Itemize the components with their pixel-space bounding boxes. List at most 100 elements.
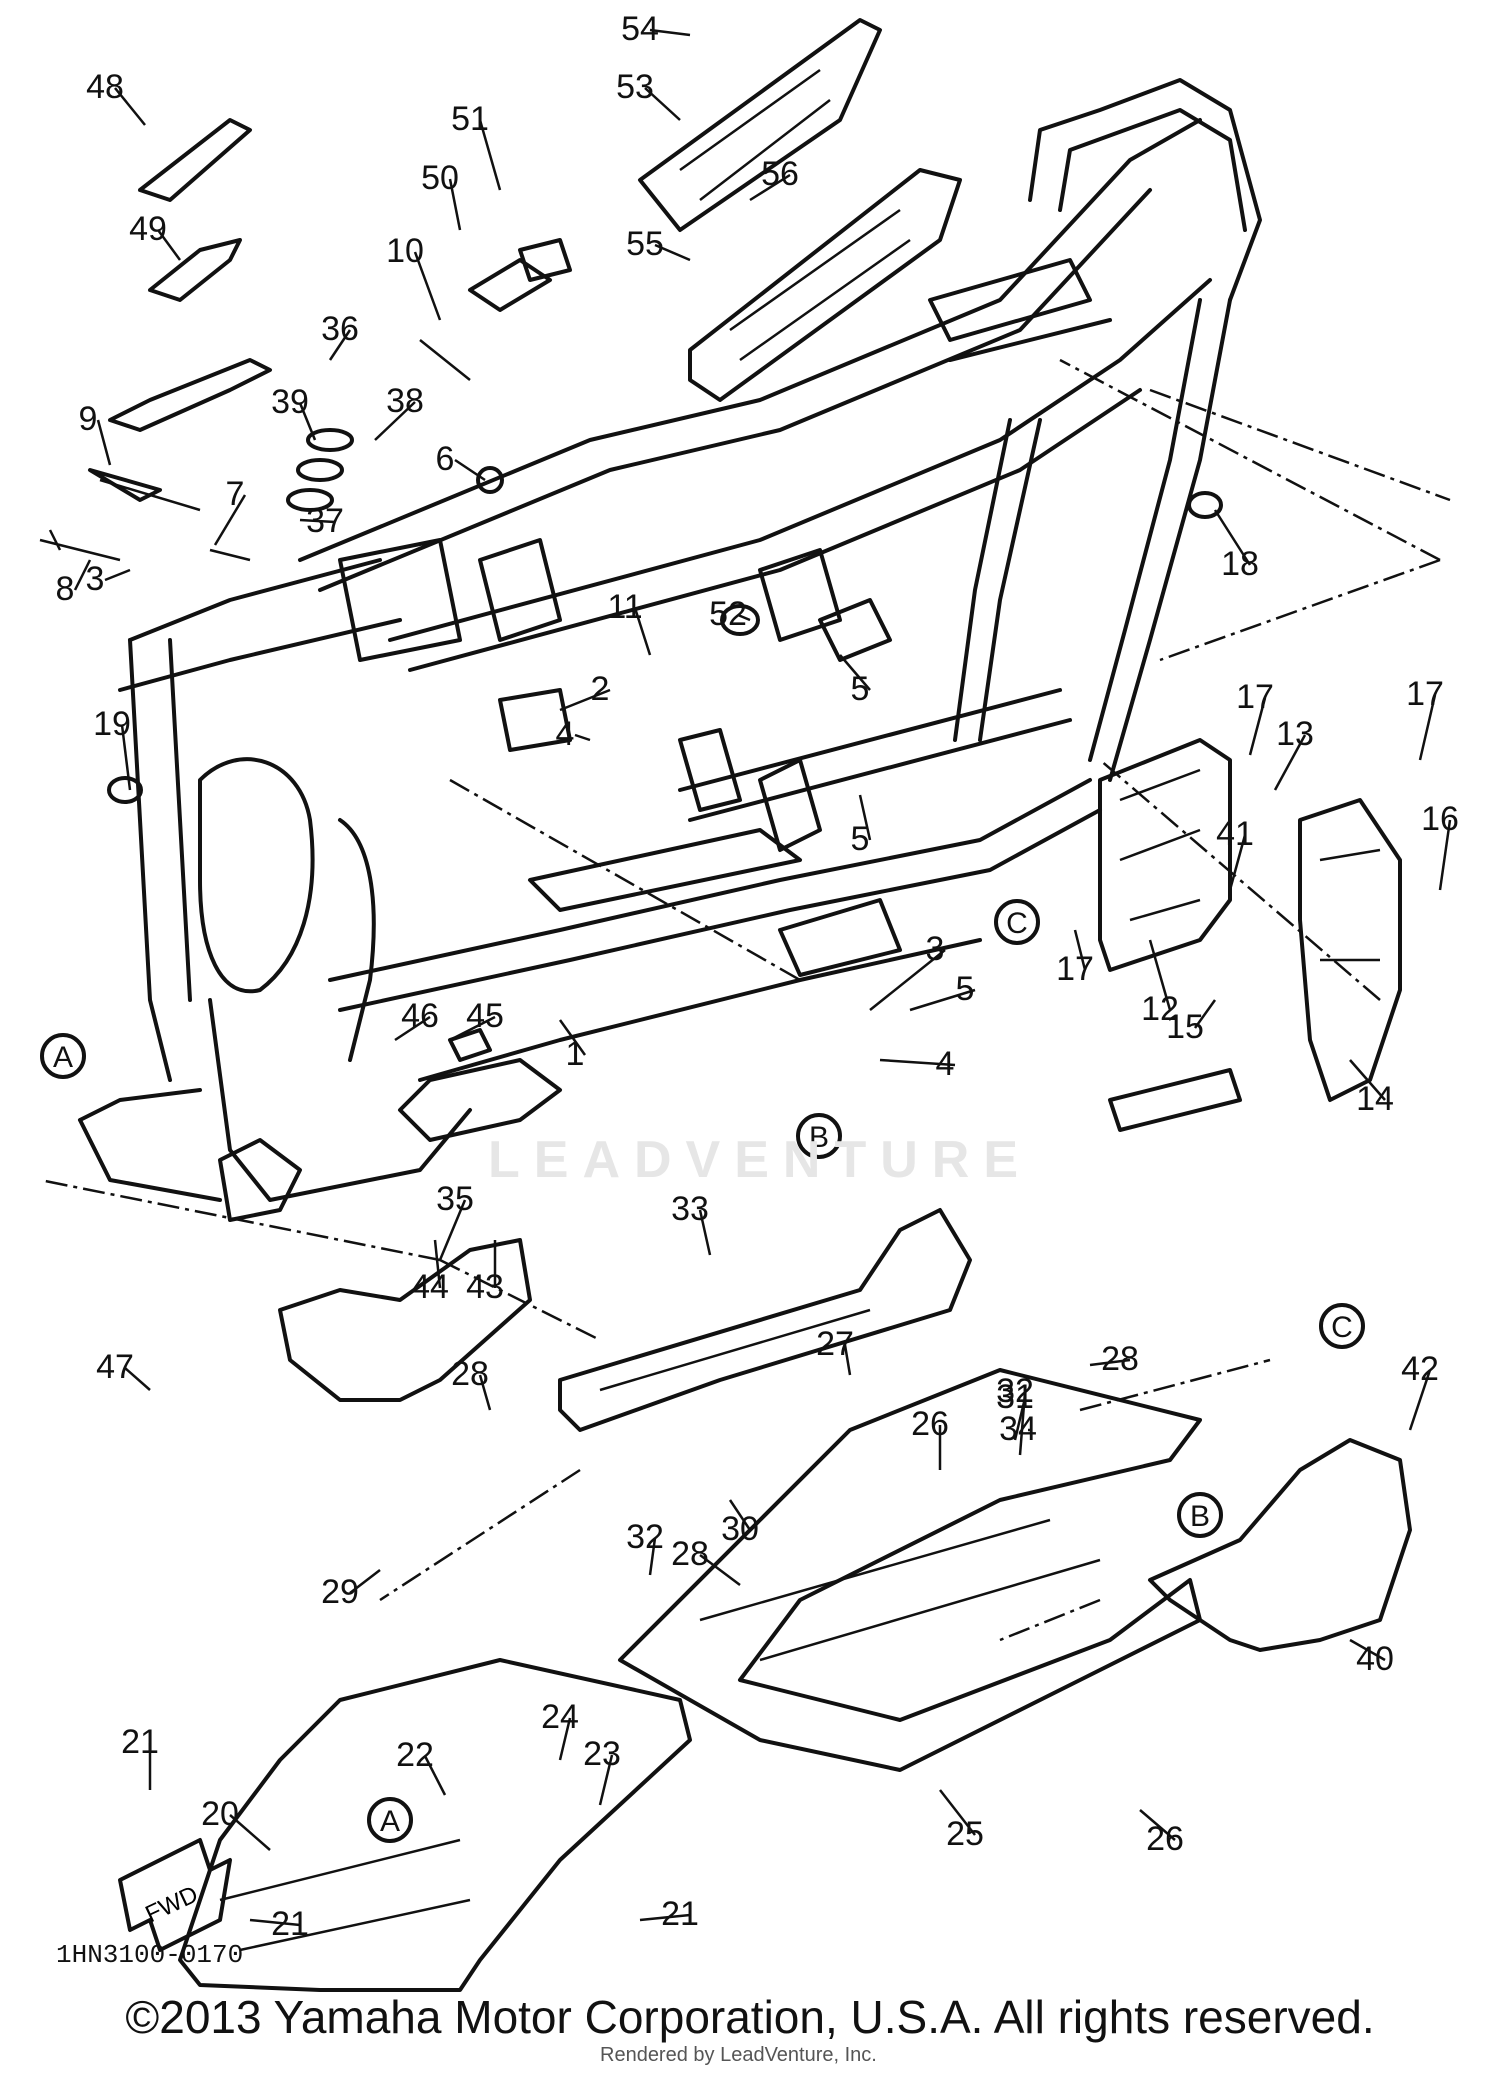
copyright-notice: ©2013 Yamaha Motor Corporation, U.S.A. A… xyxy=(125,1991,1375,2043)
callout-5: 5 xyxy=(851,820,870,858)
callout-43: 43 xyxy=(466,1268,504,1306)
leader-line-53 xyxy=(644,87,681,121)
callout-21: 21 xyxy=(271,1905,309,1943)
leader-line-23 xyxy=(598,1754,614,1806)
leader-line-38 xyxy=(374,401,416,441)
svg-text:C: C xyxy=(1006,907,1028,940)
leader-line-28 xyxy=(1089,1358,1131,1367)
leader-line-35 xyxy=(438,1199,467,1261)
leader-line-32 xyxy=(648,1537,657,1576)
leader-line-19 xyxy=(120,724,132,791)
leader-line-8 xyxy=(73,559,92,591)
leader-line-47 xyxy=(124,1367,151,1391)
callout-42: 42 xyxy=(1401,1350,1439,1388)
leader-line-48 xyxy=(114,87,146,126)
leader-line-10 xyxy=(413,251,442,321)
ref-circle-A: A xyxy=(40,1033,86,1079)
leader-line-41 xyxy=(1228,834,1247,891)
callout-28: 28 xyxy=(1101,1340,1139,1378)
callout-19: 19 xyxy=(93,705,131,743)
callout-7: 7 xyxy=(226,475,245,513)
drawing-code: 1HN3100-0170 xyxy=(56,1940,244,1970)
leader-line-3 xyxy=(869,949,946,1011)
callout-18: 18 xyxy=(1221,545,1259,583)
callout-49: 49 xyxy=(129,210,167,248)
callout-37: 37 xyxy=(306,502,344,540)
callout-13: 13 xyxy=(1276,715,1314,753)
leader-line-28 xyxy=(699,1554,741,1586)
callout-32: 32 xyxy=(996,1372,1034,1410)
callout-8: 8 xyxy=(56,570,75,608)
leader-line-56 xyxy=(749,173,791,202)
leader-line-36 xyxy=(328,329,352,361)
callout-26: 26 xyxy=(911,1405,949,1443)
callout-12: 12 xyxy=(1141,990,1179,1028)
leader-line-46 xyxy=(394,1015,431,1042)
callout-30: 30 xyxy=(721,1510,759,1548)
leader-line-15 xyxy=(1193,999,1217,1029)
leader-line-17 xyxy=(1073,929,1087,971)
callout-16: 16 xyxy=(1421,800,1459,838)
callout-45: 45 xyxy=(466,997,504,1035)
callout-28: 28 xyxy=(451,1355,489,1393)
leader-line-11 xyxy=(633,607,652,656)
callout-50: 50 xyxy=(421,159,459,197)
svg-text:A: A xyxy=(53,1041,73,1074)
callout-27: 27 xyxy=(816,1325,854,1363)
callout-34: 34 xyxy=(999,1410,1037,1448)
callout-53: 53 xyxy=(616,68,654,106)
callout-31: 31 xyxy=(996,1378,1034,1416)
callout-44: 44 xyxy=(411,1268,449,1306)
leader-line-42 xyxy=(1408,1369,1432,1431)
leader-line-6 xyxy=(454,458,486,482)
callout-3: 3 xyxy=(926,930,945,968)
watermark: LEADVENTURE xyxy=(488,1131,1033,1189)
callout-3: 3 xyxy=(86,560,105,598)
callout-54: 54 xyxy=(621,10,659,48)
leader-line-51 xyxy=(478,119,502,191)
leader-line-40 xyxy=(1349,1638,1386,1662)
leader-line-21 xyxy=(639,1913,691,1922)
callout-17: 17 xyxy=(1056,950,1094,988)
ref-circle-C: C xyxy=(994,899,1040,945)
leader-line-9 xyxy=(96,419,112,466)
leader-lines xyxy=(73,28,1452,1927)
svg-text:C: C xyxy=(1331,1311,1353,1344)
callout-21: 21 xyxy=(661,1895,699,1933)
leader-line-3 xyxy=(104,568,131,582)
leader-line-32 xyxy=(1018,1391,1027,1456)
leader-line-1 xyxy=(558,1019,587,1056)
leader-line-26 xyxy=(1139,1809,1176,1841)
callout-39: 39 xyxy=(271,383,309,421)
callout-28: 28 xyxy=(671,1535,709,1573)
callout-14: 14 xyxy=(1356,1080,1394,1118)
construction-lines xyxy=(39,358,1451,1642)
callout-20: 20 xyxy=(201,1795,239,1833)
skid-plates xyxy=(178,1028,1412,1992)
leader-line-30 xyxy=(728,1499,752,1531)
leader-line-24 xyxy=(558,1717,572,1761)
callout-21: 21 xyxy=(121,1723,159,1761)
callout-23: 23 xyxy=(583,1735,621,1773)
leader-line-52 xyxy=(737,613,751,622)
leader-line-33 xyxy=(698,1209,712,1256)
leader-line-22 xyxy=(423,1755,447,1796)
leader-line-2 xyxy=(559,688,611,712)
leader-line-14 xyxy=(1349,1059,1386,1101)
leader-line-18 xyxy=(1213,509,1252,566)
fwd-arrow-icon xyxy=(118,1838,232,1952)
callout-17: 17 xyxy=(1406,675,1444,713)
leader-line-37 xyxy=(299,518,336,524)
leader-line-54 xyxy=(649,28,691,37)
leader-line-29 xyxy=(349,1569,381,1594)
small-parts xyxy=(39,118,1223,804)
callout-47: 47 xyxy=(96,1348,134,1386)
callout-32: 32 xyxy=(626,1518,664,1556)
callout-4: 4 xyxy=(556,715,575,753)
svg-text:B: B xyxy=(809,1121,829,1154)
callout-9: 9 xyxy=(79,400,98,438)
callout-40: 40 xyxy=(1356,1640,1394,1678)
